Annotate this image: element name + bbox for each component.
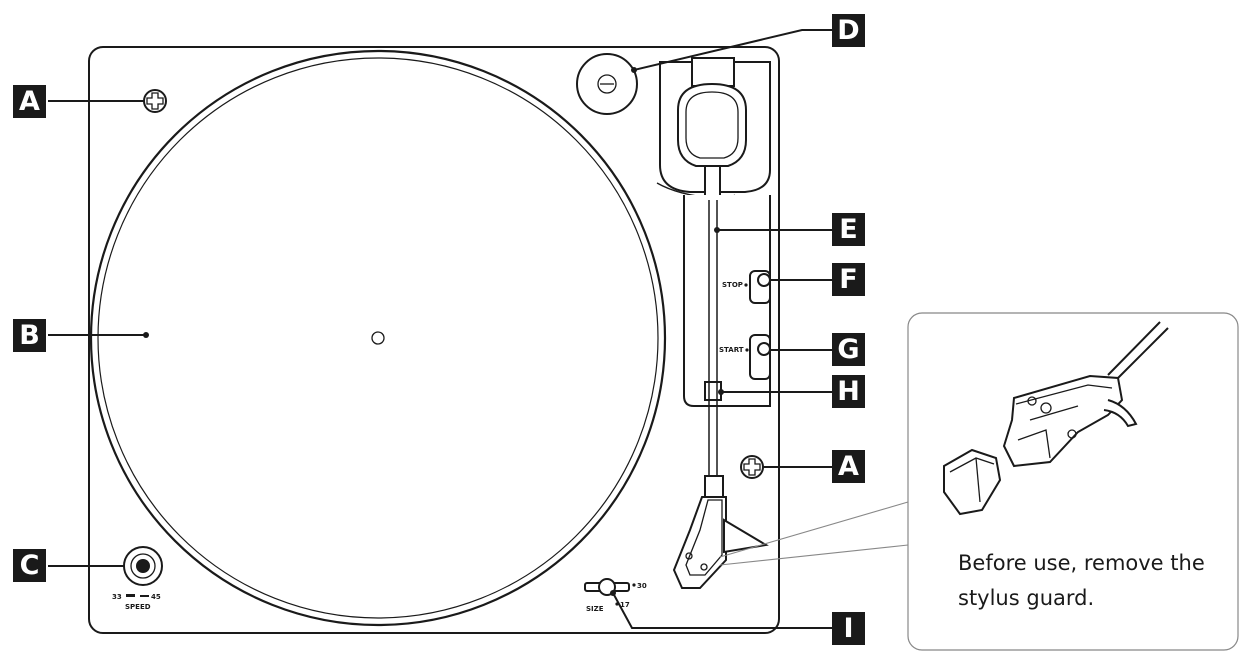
leader-d-dot	[631, 67, 637, 73]
label-a-bottom: A	[832, 450, 865, 483]
stop-dot	[744, 283, 748, 287]
callout-line-top	[719, 501, 909, 558]
callout-line-bottom	[719, 544, 909, 566]
label-a-bottom-text: A	[838, 451, 859, 482]
label-b-text: B	[19, 320, 40, 351]
spindle	[371, 331, 385, 345]
start-dot	[745, 348, 749, 352]
size-17-label: 17	[620, 601, 630, 609]
label-b: B	[13, 319, 46, 352]
stylus-guard-illustration	[943, 321, 1169, 516]
tonearm	[704, 200, 724, 499]
leader-d	[633, 29, 832, 71]
transport-screw-bottom	[740, 455, 764, 479]
label-f: F	[832, 263, 865, 296]
transport-screw-top	[143, 89, 167, 113]
label-c-text: C	[20, 550, 40, 581]
speed-45-marker	[140, 595, 149, 597]
start-button[interactable]	[749, 334, 771, 380]
label-h: H	[832, 375, 865, 408]
label-g-text: G	[837, 334, 859, 365]
label-g: G	[832, 333, 865, 366]
label-c: C	[13, 549, 46, 582]
label-h-text: H	[837, 376, 860, 407]
leader-h-dot	[718, 389, 724, 395]
stylus-note-line1: Before use, remove the	[958, 551, 1205, 575]
label-e-text: E	[839, 214, 857, 245]
label-a-top: A	[13, 85, 46, 118]
speed-33-marker	[126, 594, 135, 597]
label-i-text: I	[843, 613, 853, 644]
start-label: START	[719, 346, 744, 354]
platter	[89, 49, 667, 627]
leader-i-dot	[610, 590, 616, 596]
label-d: D	[832, 14, 865, 47]
label-d-text: D	[837, 15, 859, 46]
speed-33-label: 33	[112, 593, 122, 601]
label-e: E	[832, 213, 865, 246]
stop-label: STOP	[722, 281, 743, 289]
leader-b-dot	[143, 332, 149, 338]
stylus-note-line2: stylus guard.	[958, 586, 1094, 610]
leader-i	[612, 592, 832, 629]
size-30-dot	[632, 583, 636, 587]
speed-label: SPEED	[125, 603, 151, 611]
stop-button[interactable]	[749, 270, 771, 304]
size-30-label: 30	[637, 582, 647, 590]
speed-selector[interactable]	[123, 546, 163, 586]
stylus-callout-box	[907, 312, 1239, 651]
size-label: SIZE	[586, 605, 604, 613]
tonearm-base	[659, 57, 771, 203]
label-i: I	[832, 612, 865, 645]
leader-e-dot	[714, 227, 720, 233]
speed-45-label: 45	[151, 593, 161, 601]
label-f-text: F	[839, 264, 857, 295]
label-a-top-text: A	[19, 86, 40, 117]
adapter-holder	[576, 53, 638, 115]
headshell	[672, 496, 769, 589]
control-panel	[683, 195, 771, 407]
